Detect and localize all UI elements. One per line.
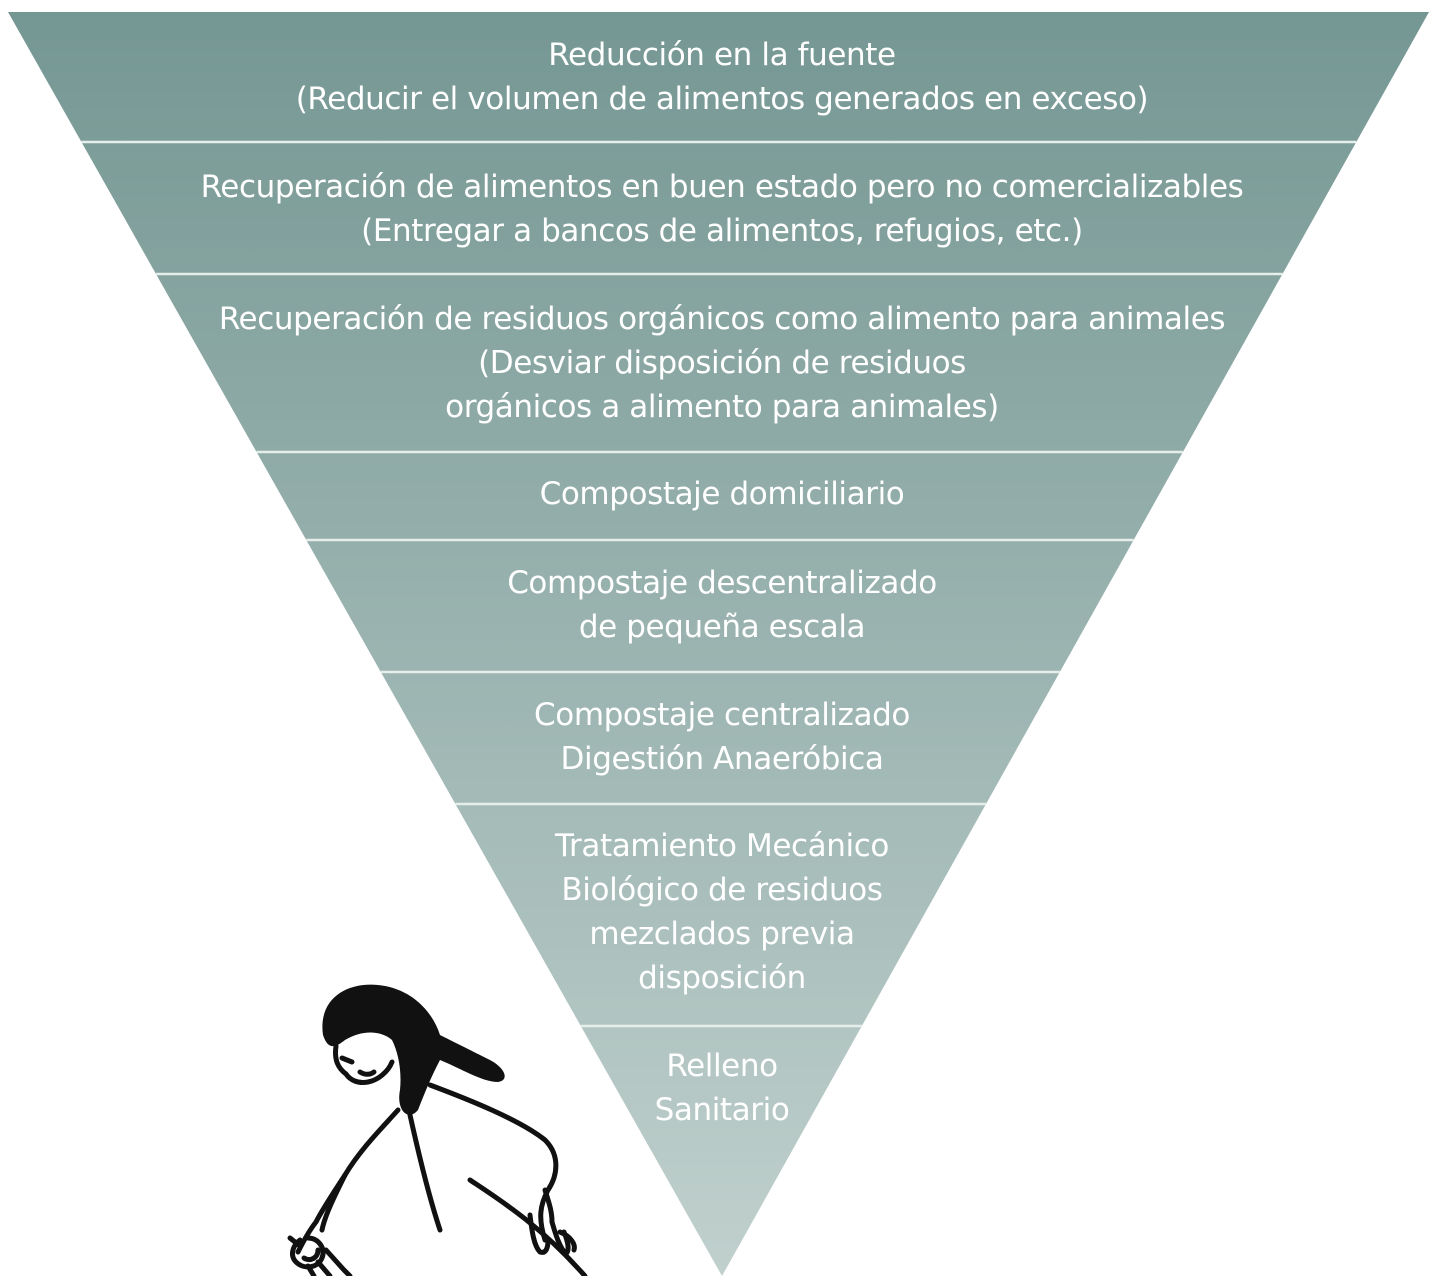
tier-4-label: Compostaje domiciliario (0, 472, 1429, 516)
tier-7-line-3: mezclados previa (589, 916, 855, 952)
tier-1-line-2: (Reducir el volumen de alimentos generad… (295, 81, 1149, 117)
tier-7-line-2: Biológico de residuos (561, 872, 883, 908)
tier-1-line-1: Reducción en la fuente (548, 37, 896, 73)
tier-5-line-1: Compostaje descentralizado (507, 565, 937, 601)
tier-3-line-1: Recuperación de residuos orgánicos como … (218, 301, 1226, 337)
tier-dividers (81, 140, 1357, 1028)
tier-7-line-4: disposición (638, 960, 806, 996)
tier-3-line-2: (Desviar disposición de residuos (478, 345, 966, 381)
mouth-line (357, 1069, 377, 1077)
tier-2-line-1: Recuperación de alimentos en buen estado… (200, 169, 1244, 205)
right-hand (527, 1212, 571, 1257)
eye-line (339, 1055, 355, 1065)
tier-6-line-2: Digestión Anaeróbica (560, 741, 884, 777)
tier-5-line-2: de pequeña escala (578, 609, 866, 645)
tier-3-label: Recuperación de residuos orgánicos como … (0, 297, 1429, 429)
tier-8-line-2: Sanitario (654, 1092, 790, 1128)
held-object-icon (287, 1235, 321, 1263)
left-fingers (305, 1247, 353, 1276)
right-thumb (557, 1229, 577, 1253)
tier-6-line-1: Compostaje centralizado (534, 697, 910, 733)
tier-8-line-1: Relleno (666, 1048, 778, 1084)
tier-2-line-2: (Entregar a bancos de alimentos, refugio… (361, 213, 1083, 249)
tier-3-line-3: orgánicos a alimento para animales) (445, 389, 999, 425)
tier-2-label: Recuperación de alimentos en buen estado… (0, 165, 1429, 253)
woman-bending-illustration (287, 984, 588, 1276)
hair-shape (322, 984, 505, 1115)
pyramid-body (8, 12, 1429, 1276)
tier-1-label: Reducción en la fuente (Reducir el volume… (0, 33, 1429, 121)
body-outline-right (427, 1082, 559, 1243)
tier-4-line-1: Compostaje domiciliario (539, 476, 905, 512)
tier-5-label: Compostaje descentralizado de pequeña esc… (0, 561, 1429, 649)
face-outline (333, 1043, 395, 1085)
shirt-inner-line (407, 1112, 443, 1233)
left-arm (295, 1172, 348, 1255)
right-arm (542, 1187, 555, 1225)
tier-7-line-1: Tratamiento Mecánico (555, 828, 889, 864)
torso-line (467, 1177, 588, 1276)
